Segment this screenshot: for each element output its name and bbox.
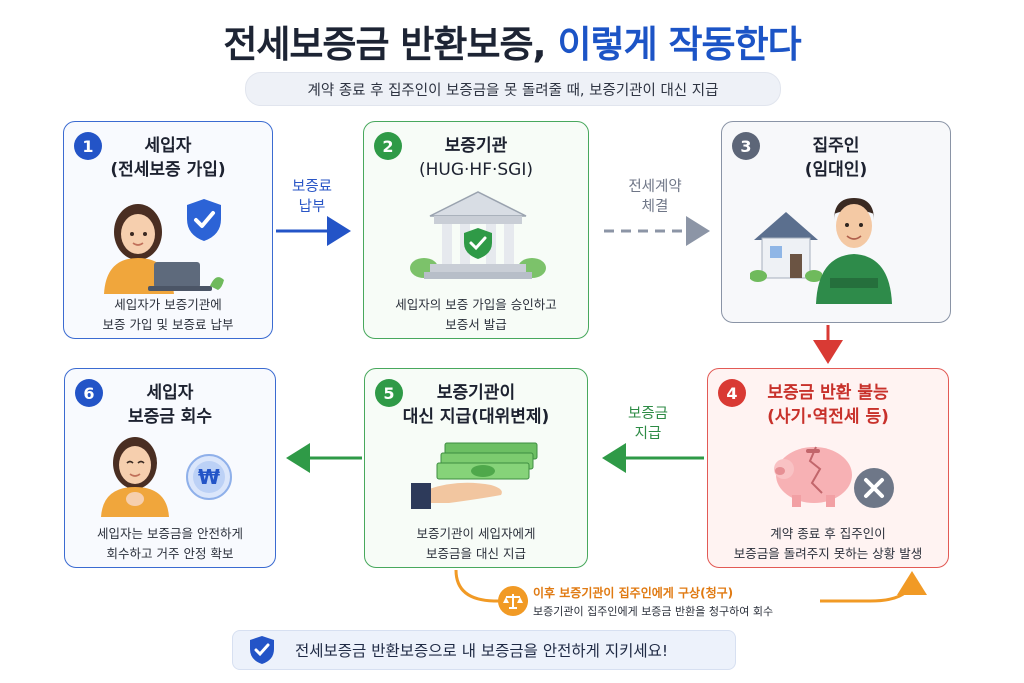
step-4-default: 4 보증금 반환 불능 (사기·역전세 등) 계약 종료 후 집주인이 보증금을…	[707, 368, 949, 568]
step-number: 1	[74, 132, 102, 160]
step-title: 보증기관이 대신 지급(대위변제)	[402, 383, 550, 427]
bottom-callout-text: 전세보증금 반환보증으로 내 보증금을 안전하게 지키세요!	[295, 642, 669, 660]
step-description: 세입자는 보증금을 안전하게 회수하고 거주 안정 확보	[97, 526, 243, 561]
won-symbol: ₩	[198, 465, 220, 489]
step-description: 계약 종료 후 집주인이 보증금을 돌려주지 못하는 상황 발생	[733, 526, 923, 561]
step-title: 세입자 (전세보증 가입)	[110, 136, 226, 180]
step-title: 보증금 반환 불능 (사기·역전세 등)	[767, 383, 889, 427]
arrow-label-payment: 보증금 지급	[627, 406, 669, 442]
step-title: 세입자 보증금 회수	[127, 383, 213, 427]
tenant-laptop-illustration	[104, 204, 224, 294]
step-number: 3	[732, 132, 760, 160]
scales-icon	[498, 586, 528, 616]
claim-arrow	[454, 570, 912, 603]
landlord-illustration	[816, 198, 892, 304]
page-title: 전세보증금 반환보증, 이렇게 작동한다	[0, 14, 1024, 68]
bank-building-icon	[410, 191, 546, 279]
won-coin-icon: ₩	[186, 454, 232, 500]
bottom-callout: 전세보증금 반환보증으로 내 보증금을 안전하게 지키세요!	[232, 630, 736, 670]
house-icon	[750, 212, 822, 282]
step-6-recovery: 6 세입자 보증금 회수 ₩ 세입자는 보증금을 안전하게 회수하고 거주 안정…	[64, 368, 276, 568]
step-title: 보증기관 (HUG·HF·SGI)	[418, 136, 533, 180]
step-number: 2	[374, 132, 402, 160]
shield-check-icon	[187, 199, 221, 241]
step-title: 집주인 (임대인)	[804, 136, 868, 180]
step-description: 보증기관이 세입자에게 보증금을 대신 지급	[416, 526, 536, 561]
cash-hand-icon	[411, 442, 538, 509]
step-2-guarantor: 2 보증기관 (HUG·HF·SGI) 세입자의 보증 가입을 승인하고 보증서…	[363, 121, 589, 339]
arrow-label-contract: 전세계약 체결	[628, 179, 682, 215]
title-main: 전세보증금 반환보증,	[223, 23, 546, 66]
step-description: 세입자가 보증기관에 보증 가입 및 보증료 납부	[102, 297, 234, 332]
step-3-landlord: 3 집주인 (임대인)	[721, 121, 951, 323]
step-number: 4	[718, 379, 746, 407]
step-number: 5	[375, 379, 403, 407]
broken-piggy-bank-icon	[774, 446, 852, 507]
shield-check-icon	[250, 636, 274, 664]
subtitle-pill: 계약 종료 후 집주인이 보증금을 못 돌려줄 때, 보증기관이 대신 지급	[245, 72, 781, 106]
title-accent: 이렇게 작동한다	[557, 23, 802, 66]
subtitle-text: 계약 종료 후 집주인이 보증금을 못 돌려줄 때, 보증기관이 대신 지급	[307, 82, 719, 99]
claim-description: 보증기관이 집주인에게 보증금 반환을 청구하여 회수	[533, 605, 774, 618]
step-description: 세입자의 보증 가입을 승인하고 보증서 발급	[395, 297, 557, 332]
step-number: 6	[75, 379, 103, 407]
relieved-tenant-illustration	[101, 437, 169, 517]
arrow-label-fee: 보증료 납부	[291, 179, 333, 215]
claim-title: 이후 보증기관이 집주인에게 구상(청구)	[533, 586, 734, 600]
cancel-x-icon	[854, 468, 894, 508]
step-1-tenant: 1 세입자 (전세보증 가입) 세입자가 보증기관에 보증 가입 및 보증료 납…	[63, 121, 273, 339]
step-5-subrogation: 5 보증기관이 대신 지급(대위변제) 보증기관이 세입자에게 보증금을 대신 …	[364, 368, 588, 568]
